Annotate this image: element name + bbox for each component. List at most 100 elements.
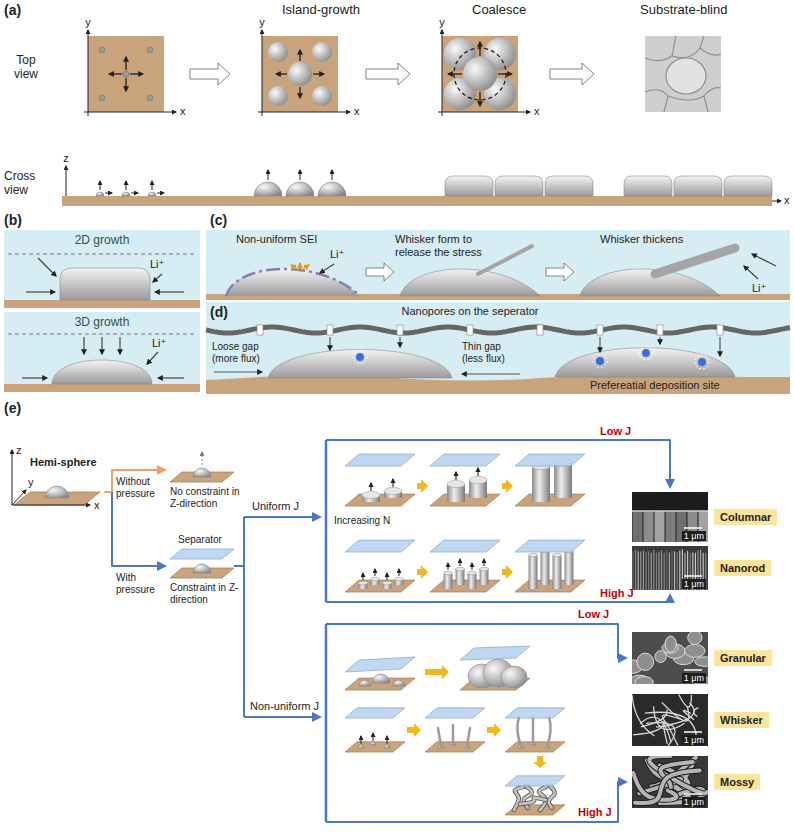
column-top [456,567,465,571]
block-arrow [546,263,574,281]
figure-label: Non-uniform SEI [236,233,317,246]
electrolyte [4,312,200,392]
sem-ground [632,492,708,542]
flux-arrow [83,337,84,354]
separator-plate [430,454,500,466]
lithium-nucleus [393,680,405,686]
electron [698,358,706,366]
sem-image: 1 μm [632,694,708,746]
branch-line [244,716,320,718]
growth-arrow [105,193,112,194]
flux-arrow [462,373,520,374]
axis [438,112,530,113]
branch-line [243,517,245,717]
nanorod-grain [651,553,652,590]
separator-plate [345,540,415,552]
whisker [467,728,470,746]
axis [262,30,263,116]
column-grain [633,511,643,542]
figure-label: y [439,16,445,29]
nanorod-grain [671,551,672,590]
column-top [383,581,392,585]
block-arrow [417,479,428,493]
figure-label: With pressure [116,572,166,595]
lithium-nucleus [358,745,364,748]
sem-ground [632,546,708,590]
lithium-nucleus [148,192,156,196]
hemisphere [45,486,69,498]
granule-texture [695,657,708,666]
growth-arrow [448,563,449,570]
figure-label: x [784,194,790,207]
nanorod-grain [679,551,680,590]
island [312,42,332,62]
diffusion-layer [8,334,196,335]
growth-arrow [484,559,485,566]
morphology-name: Nanorod [720,562,765,575]
nanopore [657,325,663,335]
nanopore [397,325,403,335]
flux-arrow [22,377,47,378]
figure-label: 2D growth [75,234,130,248]
figure-label: High J [600,587,634,600]
panel-letter: (b) [4,212,22,228]
panel-letter: (d) [210,304,228,320]
morphology-name: Whisker [720,714,763,727]
column-top [480,567,489,571]
island [268,86,288,106]
branch-line [244,516,320,518]
growth-arrow [300,170,301,180]
granule-texture [688,632,702,644]
figure-label: x [94,499,100,512]
lithium-deposit [52,360,152,384]
nanorod-grain [640,551,641,590]
mossy-lithium [549,786,555,808]
whisker-texture [646,723,675,746]
scale-bar [684,527,702,529]
figure-label: Coalesce [472,3,526,18]
column-top [444,571,453,575]
substrate-top-view [645,36,721,112]
growth-arrow [479,92,480,106]
nanopore [467,325,473,335]
axis [258,112,350,113]
mossy-outline [520,798,546,804]
growth-arrow [313,73,324,74]
separator-plate [345,657,415,672]
growth-arrow [479,42,480,56]
morphology-label: Mossy [714,774,760,791]
growth-arrow [126,181,127,190]
nanorod-grain [664,553,665,590]
substrate [345,742,405,752]
scale-label: 1 μm [682,673,706,683]
nanorod-grain [674,552,675,590]
island [268,42,288,62]
lithium-deposit [60,268,150,300]
figure-label: Li⁺ [752,282,766,295]
electron-ring [639,346,653,360]
branch-line [326,440,670,487]
column-top [384,487,402,494]
figure-label: Whisker thickens [600,233,683,246]
growth-arrow [299,50,300,61]
nanopore [327,325,333,335]
stress-arrow [300,265,309,271]
branch-line [112,492,165,566]
morphology-label: Whisker [714,712,769,729]
grain-boundary [704,88,721,96]
flux-arrow [329,337,330,350]
figure-label: Island-growth [282,3,360,18]
nanorod-grain [656,552,657,590]
substrate-top-view [262,36,338,112]
growth-arrow [157,193,164,194]
growth-arrow [370,483,371,491]
block-arrow [487,723,501,737]
substrate-cross-section [62,196,772,206]
block-arrow [366,63,410,85]
granule-texture [665,636,676,652]
substrate-top-view [88,36,164,112]
nanorod-grain [661,550,662,590]
nanorod-grain [635,550,636,590]
merged-island [674,176,722,196]
separator-plate [460,646,530,660]
